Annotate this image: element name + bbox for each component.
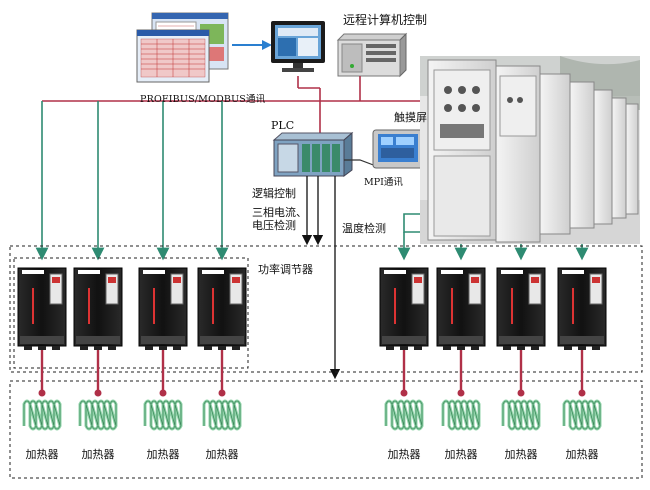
control-lines [301,176,341,380]
software-window-icon [136,29,210,83]
heating-element-icon [384,399,424,431]
bus-drop-arrows [35,101,589,261]
thyristor-regulator-icon [73,267,123,350]
heating-element-icon [441,399,481,431]
heater-label: 加热器 [387,448,421,461]
logic-control-label: 逻辑控制 [252,187,296,200]
heating-element-icon [202,399,242,431]
heater-group-box [9,380,643,479]
heater-label: 加热器 [25,448,59,461]
heater-label: 加热器 [81,448,115,461]
thyristor-regulator-icon [557,267,607,350]
heater-label: 加热器 [504,448,538,461]
regulator-group-box [9,245,643,373]
thyristor-regulator-icon [436,267,486,350]
left-regulator-box [13,257,249,369]
regulator-units [17,267,607,431]
heating-element-icon [562,399,602,431]
heater-label: 加热器 [565,448,599,461]
thyristor-regulator-icon [138,267,188,350]
current-detect-label-1: 三相电流、 [252,206,307,219]
heater-label: 加热器 [146,448,180,461]
touch-screen-label: 触摸屏 [394,111,427,124]
heater-label: 加热器 [444,448,478,461]
thyristor-regulator-icon [197,267,247,350]
control-cabinet-photo [420,56,640,244]
plc-label: PLC [271,119,295,132]
heating-element-icon [78,399,118,431]
mpi-label: MPI通讯 [364,177,403,188]
monitor-icon [271,21,325,72]
touch-panel-icon [372,129,424,169]
plc-rack-icon [272,131,354,177]
bus-line [42,76,420,138]
power-regulator-label: 功率调节器 [258,263,313,276]
heating-element-icon [501,399,541,431]
temperature-detect-label: 温度检测 [342,222,386,235]
current-detect-label-2: 电压检测 [252,219,296,232]
remote-computer-label: 远程计算机控制 [343,13,428,27]
thyristor-regulator-icon [379,267,429,350]
thyristor-regulator-icon [496,267,546,350]
thyristor-regulator-icon [17,267,67,350]
heating-element-icon [22,399,62,431]
heater-label: 加热器 [205,448,239,461]
bus-label: PROFIBUS/MODBUS通讯 [140,94,266,105]
industrial-pc-icon [336,32,408,78]
heating-element-icon [143,399,183,431]
